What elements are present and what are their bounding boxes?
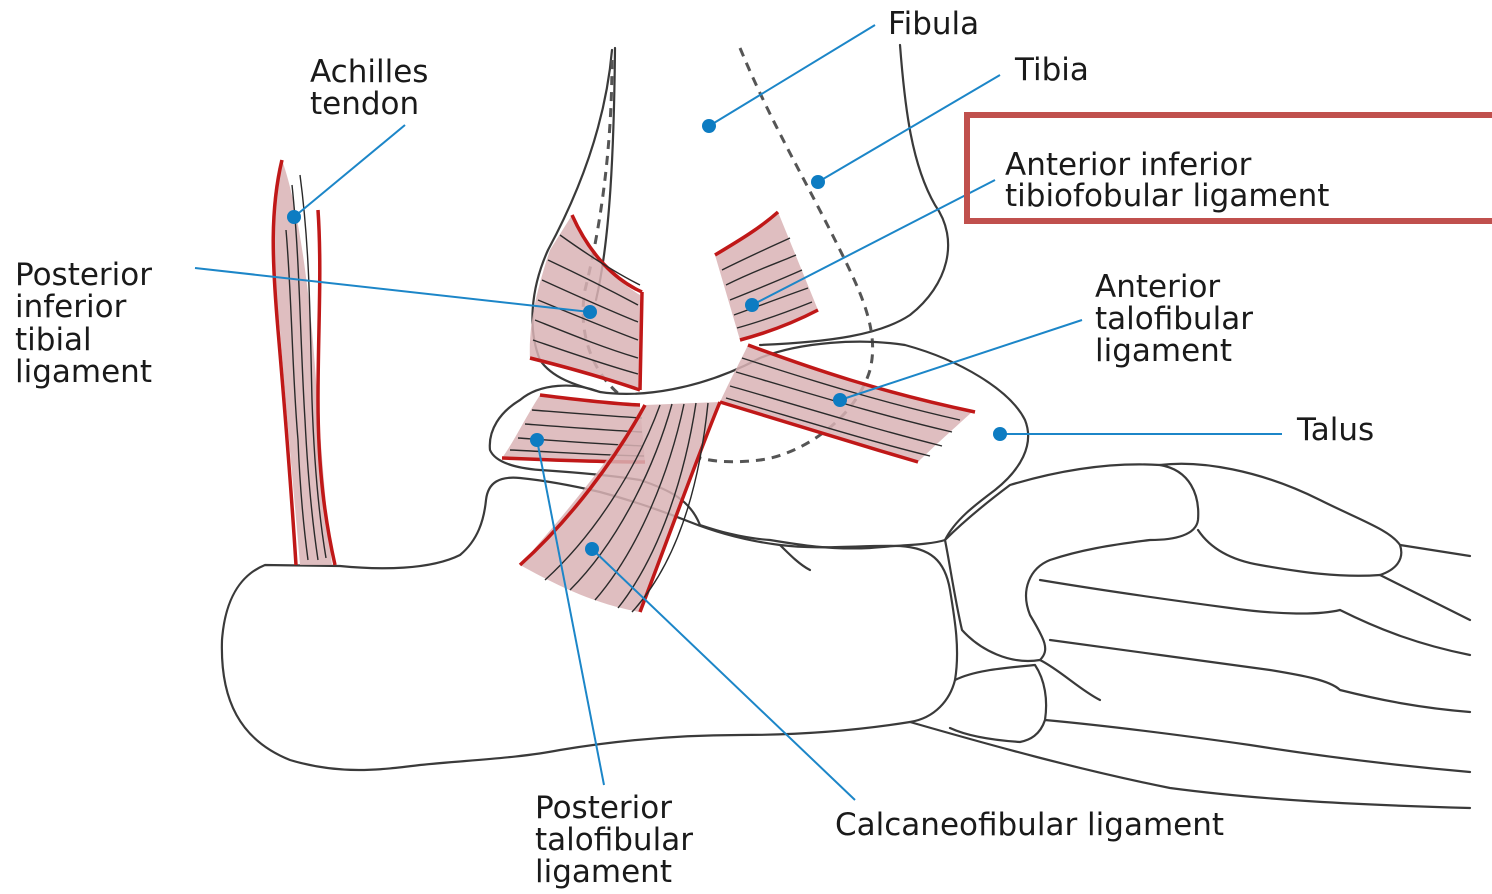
label-atf-3: ligament <box>1095 333 1232 369</box>
aitf-dot <box>745 298 759 312</box>
label-atf-1: Anterior <box>1095 269 1220 305</box>
cf-dot <box>585 542 599 556</box>
metatarsal-2 <box>1040 575 1470 620</box>
ptf-dot <box>530 433 544 447</box>
achilles-leader <box>294 125 405 217</box>
leader-lines <box>195 25 1282 800</box>
label-ptf-2: talofibular <box>535 822 693 858</box>
tibia-dot <box>811 175 825 189</box>
label-atf-2: talofibular <box>1095 301 1253 337</box>
pit-leader <box>195 268 590 312</box>
cf-leader <box>592 549 855 800</box>
talus-dot <box>993 427 1007 441</box>
label-ptf-1: Posterior <box>535 790 672 826</box>
tibia-leader <box>818 75 1000 182</box>
metatarsal-1 <box>1400 545 1470 556</box>
label-ptf-3: ligament <box>535 854 672 890</box>
posterior-inferior-tibial-ligament <box>530 215 642 390</box>
pit-dot <box>583 305 597 319</box>
cuneiform-bone <box>1160 464 1401 576</box>
label-tibia: Tibia <box>1014 52 1089 88</box>
cuboid-joint <box>1040 660 1100 700</box>
achilles-dot <box>287 210 301 224</box>
label-pit-1: Posterior <box>15 257 152 293</box>
achilles-tendon-ligament <box>272 160 335 565</box>
fibula-dot <box>702 119 716 133</box>
anterior-talofibular-ligament <box>720 345 975 462</box>
fibula-leader <box>709 25 875 126</box>
label-pit-3: tibial <box>15 322 92 358</box>
atf-leader <box>840 320 1082 400</box>
label-pit-4: ligament <box>15 354 152 390</box>
label-achilles-1: Achilles <box>310 54 428 90</box>
label-fibula: Fibula <box>888 6 979 42</box>
metatarsal-4 <box>1045 720 1470 772</box>
anterior-inferior-tibiofibular-ligament <box>715 212 818 340</box>
navicular-bone <box>945 464 1198 661</box>
calcaneus-ridge <box>780 545 810 570</box>
metatarsal-3 <box>1050 610 1470 712</box>
atf-dot <box>833 393 847 407</box>
metatarsal-5 <box>910 722 1470 808</box>
label-talus: Talus <box>1296 412 1374 448</box>
label-cf: Calcaneofibular ligament <box>835 807 1224 843</box>
label-achilles-2: tendon <box>310 86 419 122</box>
label-pit-2: inferior <box>15 289 127 325</box>
cuboid-bone <box>950 665 1046 742</box>
ligaments <box>272 160 975 612</box>
label-aitf-2: tibiofobular ligament <box>1005 178 1329 214</box>
